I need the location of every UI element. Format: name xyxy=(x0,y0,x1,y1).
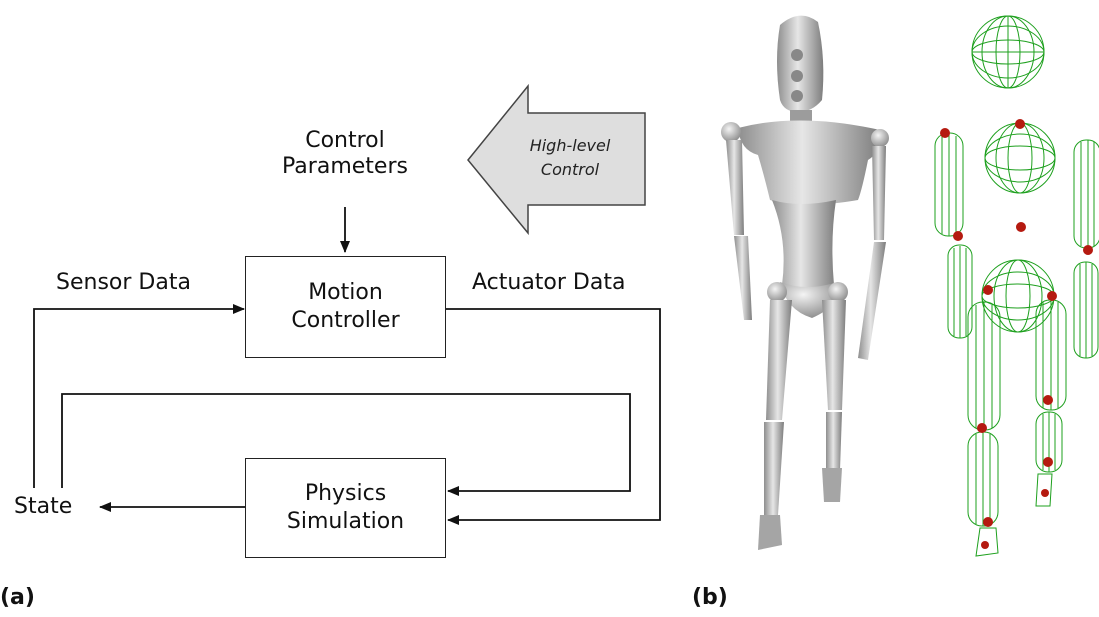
physics-simulation-box: Physics Simulation xyxy=(245,458,446,558)
state-feedback-path xyxy=(61,393,631,496)
motion-controller-box: Motion Controller xyxy=(245,256,446,358)
high-level-control-line-1: High-level xyxy=(530,136,611,155)
control-parameters-label: Control Parameters xyxy=(270,128,420,180)
sensor-data-label: Sensor Data xyxy=(56,270,191,295)
physics-simulation-line-2: Simulation xyxy=(286,509,405,534)
actuator-data-label: Actuator Data xyxy=(472,270,626,295)
control-parameters-line-2: Parameters xyxy=(282,154,408,179)
joint-markers xyxy=(940,119,1093,549)
high-level-control-line-2: Control xyxy=(541,160,600,179)
sensor-data-path xyxy=(33,304,245,488)
panel-label-b: (b) xyxy=(692,585,728,610)
actuator-data-path xyxy=(446,308,661,525)
shaded-robot-figure xyxy=(721,15,889,550)
high-level-control-arrow xyxy=(467,83,646,236)
state-label: State xyxy=(14,494,73,519)
physics-simulation-line-1: Physics xyxy=(304,481,387,506)
motion-controller-line-1: Motion xyxy=(308,280,383,305)
wireframe-robot-figure xyxy=(934,15,1099,557)
motion-controller-line-2: Controller xyxy=(291,308,400,333)
panel-label-a: (a) xyxy=(0,585,35,610)
control-parameters-line-1: Control xyxy=(305,128,385,153)
